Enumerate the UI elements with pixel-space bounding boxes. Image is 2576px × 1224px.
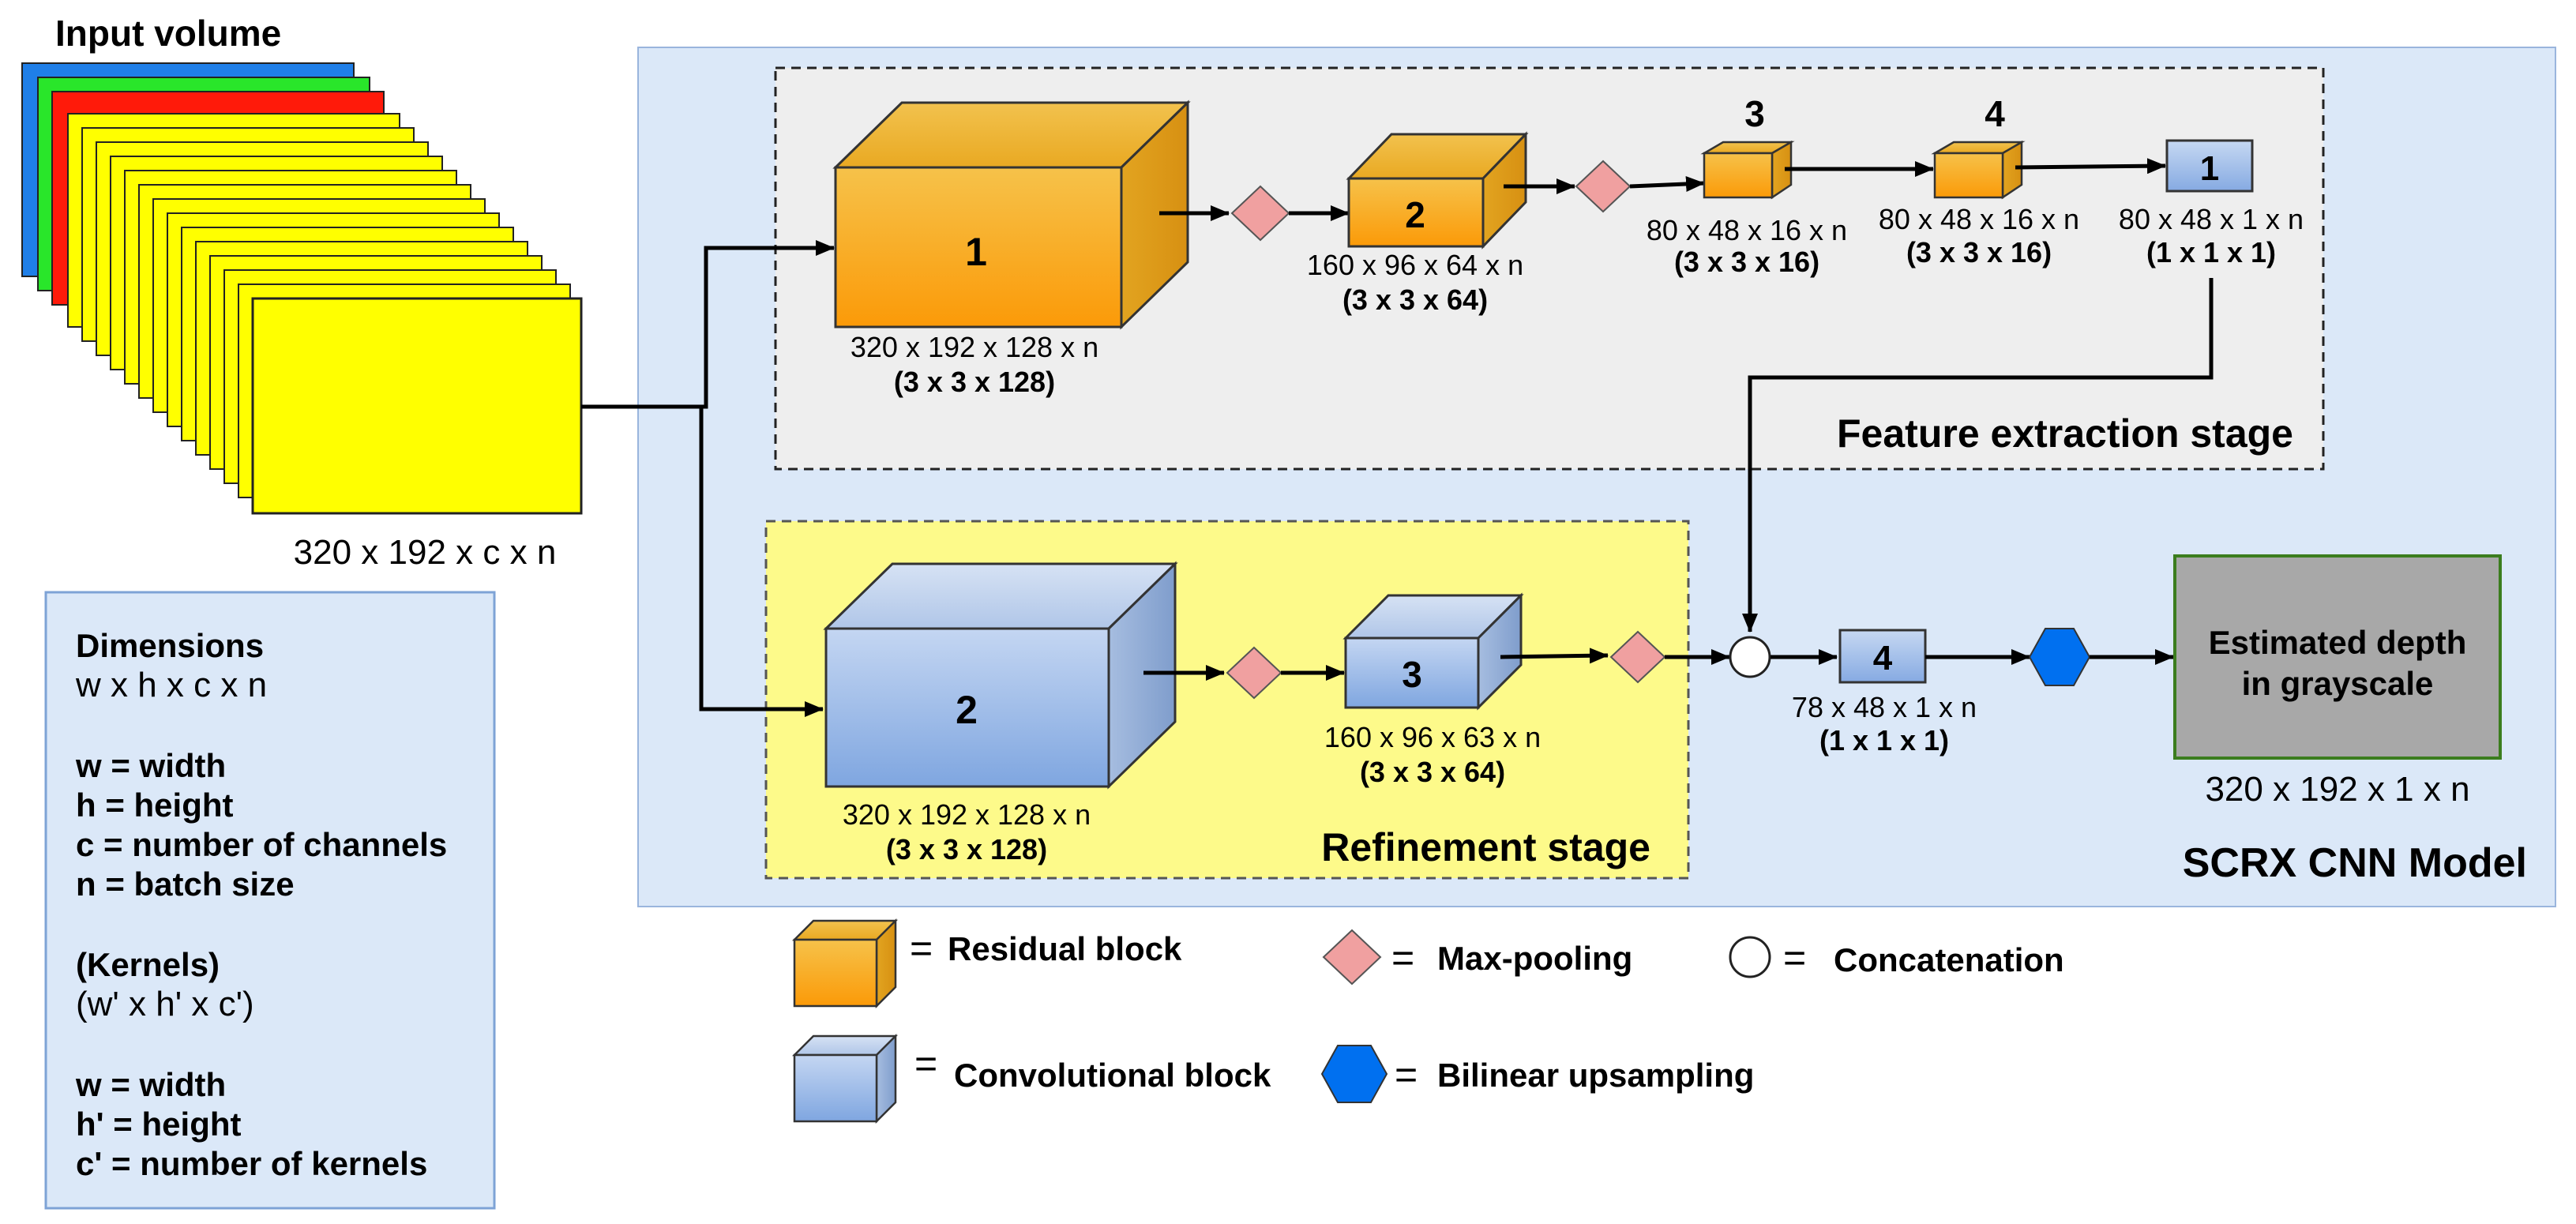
feature-stage-title: Feature extraction stage: [1837, 411, 2293, 456]
dimensions-formula: w x h x c x n: [75, 666, 267, 704]
residual-block-3-dims: 80 x 48 x 16 x n: [1647, 214, 1847, 246]
conv-block-3-dims: 160 x 96 x 63 x n: [1324, 721, 1541, 753]
residual-block-4-label: 4: [1985, 93, 2005, 134]
conv-block-2-dims: 320 x 192 x 128 x n: [843, 798, 1091, 831]
residual-block-2: [1346, 131, 1529, 250]
residual-block-3: [1700, 140, 1795, 200]
input-volume-stack: [21, 62, 583, 515]
conv-block-1-dims: 80 x 48 x 1 x n: [2119, 203, 2304, 235]
residual-block-2-kernel: (3 x 3 x 64): [1342, 283, 1488, 316]
legend-concat-label: Concatenation: [1834, 941, 2064, 978]
conv-block-2: [823, 561, 1178, 790]
conv-block-4-dims: 78 x 48 x 1 x n: [1792, 691, 1977, 723]
output-line-2: in grayscale: [2242, 665, 2434, 702]
conv-block-1-kernel: (1 x 1 x 1): [2146, 236, 2276, 268]
residual-block-4-dims: 80 x 48 x 16 x n: [1879, 203, 2079, 235]
arrow-c3-pool: [1500, 648, 1609, 664]
arrow-b4-b1conv: [2015, 158, 2166, 175]
maxpool-icon: [1575, 160, 1632, 213]
input-connector: [581, 240, 835, 409]
maxpool-icon: [1230, 185, 1290, 242]
output-line-1: Estimated depth: [2209, 624, 2467, 661]
conv-block-2-kernel: (3 x 3 x 128): [886, 833, 1047, 865]
dimensions-def-channels: c = number of channels: [76, 826, 447, 863]
legend-conv-cube: [791, 1033, 899, 1125]
residual-block-1-dims: 320 x 192 x 128 x n: [851, 331, 1098, 363]
legend-upsample-icon: [1320, 1045, 1388, 1103]
legend-residual-cube: [791, 918, 899, 1009]
residual-block-4-kernel: (3 x 3 x 16): [1906, 236, 2052, 268]
conv-block-3: [1342, 592, 1524, 711]
residual-block-2-label: 2: [1405, 194, 1425, 235]
dimensions-def-height: h = height: [76, 787, 234, 824]
legend-conv-label: Convolutional block: [954, 1057, 1271, 1094]
refinement-stage-title: Refinement stage: [1321, 825, 1650, 869]
output-depth-box: [2173, 554, 2502, 760]
conv-block-4-label: 4: [1873, 639, 1893, 678]
residual-block-1-kernel: (3 x 3 x 128): [894, 366, 1055, 398]
conv-block-1: [2165, 139, 2254, 193]
input-volume-dims: 320 x 192 x c x n: [294, 533, 557, 572]
conv-block-3-label: 3: [1402, 654, 1422, 695]
input-volume-title: Input volume: [55, 13, 281, 54]
maxpool-icon: [1226, 646, 1282, 700]
residual-block-4: [1931, 140, 2026, 200]
kernels-formula: (w' x h' x c'): [76, 985, 254, 1023]
dimensions-title: Dimensions: [76, 627, 264, 664]
residual-block-3-label: 3: [1744, 93, 1765, 134]
dimensions-def-batch: n = batch size: [76, 865, 295, 903]
kernels-def-width: w = width: [75, 1066, 226, 1103]
legend-maxpool-icon: [1322, 929, 1382, 986]
conv-block-4-kernel: (1 x 1 x 1): [1819, 724, 1949, 757]
legend-residual-label: Residual block: [948, 930, 1182, 967]
legend-upsample-label: Bilinear upsampling: [1437, 1057, 1754, 1094]
legend-equals: =: [914, 1042, 937, 1086]
legend-concat-icon: [1729, 936, 1771, 978]
residual-block-3-kernel: (3 x 3 x 16): [1674, 246, 1819, 278]
residual-block-1: [832, 99, 1191, 330]
conv-block-1-label: 1: [2200, 149, 2219, 188]
concat-icon: [1729, 636, 1771, 678]
dimensions-box: [44, 591, 496, 1210]
kernels-def-count: c' = number of kernels: [76, 1145, 427, 1182]
legend-equals: =: [910, 926, 933, 971]
model-title: SCRX CNN Model: [2183, 840, 2527, 886]
maxpool-icon: [1609, 630, 1666, 684]
feature-to-concat-connector: [1742, 278, 2214, 633]
conv-block-2-label: 2: [956, 688, 978, 732]
output-dims: 320 x 192 x 1 x n: [2205, 770, 2469, 809]
residual-block-2-dims: 160 x 96 x 64 x n: [1307, 249, 1523, 281]
residual-block-1-label: 1: [965, 230, 987, 274]
kernels-title: (Kernels): [76, 946, 220, 983]
arrow-pool-b3: [1629, 175, 1705, 192]
legend-maxpool-label: Max-pooling: [1437, 940, 1632, 977]
kernels-def-height: h' = height: [76, 1106, 242, 1143]
legend-equals: =: [1783, 936, 1806, 980]
input-connector-refine: [699, 407, 824, 717]
dimensions-def-width: w = width: [75, 747, 226, 784]
legend-equals: =: [1395, 1053, 1418, 1097]
conv-block-3-kernel: (3 x 3 x 64): [1360, 756, 1505, 788]
legend-equals: =: [1391, 936, 1414, 980]
upsample-icon: [2028, 628, 2091, 686]
